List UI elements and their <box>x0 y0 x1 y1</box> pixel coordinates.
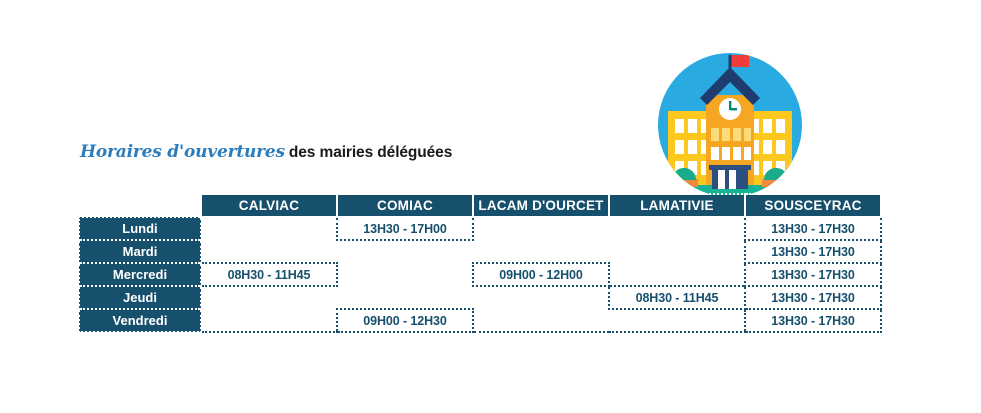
row-header-vendredi: Vendredi <box>78 308 202 333</box>
cell-vendredi-calviac <box>200 309 337 333</box>
row-header-mercredi: Mercredi <box>78 262 202 286</box>
cell-lundi-comiac: 13H30 - 17H00 <box>336 216 474 241</box>
illustration-entrance-lintel <box>709 165 751 170</box>
cell-mercredi-calviac: 08H30 - 11H45 <box>200 262 338 287</box>
cell-jeudi-calviac <box>200 286 337 309</box>
illustration-clock-hand-minute <box>730 108 737 111</box>
illustration-roof <box>700 67 760 105</box>
cell-mercredi-lacam-dourcet: 09H00 - 12H00 <box>472 262 610 287</box>
table-row: Mardi 13H30 - 17H30 <box>78 239 882 264</box>
column-header-comiac: COMIAC <box>336 193 473 218</box>
cell-vendredi-comiac: 09H00 - 12H30 <box>336 308 474 333</box>
table-row: Lundi 13H30 - 17H00 13H30 - 17H30 <box>78 216 882 241</box>
table-row: Jeudi 08H30 - 11H45 13H30 - 17H30 <box>78 285 882 310</box>
cell-jeudi-comiac <box>337 286 473 309</box>
header-corner-spacer <box>79 194 201 217</box>
page-title-plain: des mairies déléguées <box>288 144 453 161</box>
row-header-mardi: Mardi <box>78 239 202 263</box>
town-hall-building-illustration <box>654 49 806 201</box>
opening-hours-table: CALVIAC COMIAC LACAM D'OURCET LAMATIVIE … <box>78 193 882 333</box>
cell-mercredi-comiac <box>337 263 473 286</box>
illustration-entrance-columns <box>718 170 736 189</box>
illustration-flag-pole <box>728 55 732 73</box>
cell-mercredi-sousceyrac: 13H30 - 17H30 <box>744 263 882 287</box>
table-header-row: CALVIAC COMIAC LACAM D'OURCET LAMATIVIE … <box>79 193 882 218</box>
cell-lundi-lamativie <box>609 217 745 240</box>
row-header-lundi: Lundi <box>78 216 202 240</box>
cell-lundi-lacam-dourcet <box>473 217 609 240</box>
cell-mardi-lacam-dourcet <box>473 240 609 263</box>
cell-mardi-comiac <box>337 240 473 263</box>
cell-mardi-sousceyrac: 13H30 - 17H30 <box>744 240 882 264</box>
illustration-tower-windows-lower <box>711 147 751 160</box>
cell-lundi-sousceyrac: 13H30 - 17H30 <box>744 216 882 241</box>
illustration-right-windows <box>750 119 785 175</box>
table-row: Vendredi 09H00 - 12H30 13H30 - 17H30 <box>78 308 882 333</box>
column-header-lamativie: LAMATIVIE <box>608 193 745 218</box>
cell-vendredi-lamativie <box>609 309 745 333</box>
cell-jeudi-lacam-dourcet <box>473 286 609 309</box>
illustration-left-windows <box>675 119 710 175</box>
cell-mardi-lamativie <box>609 240 745 263</box>
cell-vendredi-sousceyrac: 13H30 - 17H30 <box>744 309 882 333</box>
illustration-tower-windows-upper <box>711 128 751 141</box>
column-header-lacam-dourcet: LACAM D'OURCET <box>472 193 609 218</box>
column-header-calviac: CALVIAC <box>200 193 337 218</box>
cell-vendredi-lacam-dourcet <box>473 309 609 333</box>
cell-jeudi-sousceyrac: 13H30 - 17H30 <box>744 286 882 310</box>
cell-jeudi-lamativie: 08H30 - 11H45 <box>608 285 746 310</box>
illustration-clock-hand-hour <box>729 101 732 110</box>
cell-lundi-calviac <box>200 217 337 240</box>
page-title-script: Horaires d'ouvertures <box>80 142 285 162</box>
table-row: Mercredi 08H30 - 11H45 09H00 - 12H00 13H… <box>78 262 882 287</box>
row-header-jeudi: Jeudi <box>78 285 202 309</box>
column-header-sousceyrac: SOUSCEYRAC <box>744 193 882 218</box>
cell-mercredi-lamativie <box>609 263 745 286</box>
illustration-flag <box>731 55 749 67</box>
cell-mardi-calviac <box>200 240 337 263</box>
